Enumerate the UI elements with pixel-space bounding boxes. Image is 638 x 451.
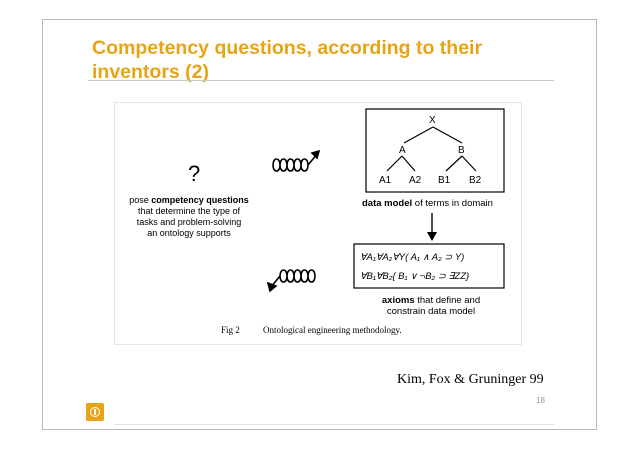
down-arrow-icon [427, 213, 437, 241]
tree-node-a1: A1 [379, 175, 392, 186]
figure-svg: ? pose competency questions that determi… [129, 108, 505, 335]
slide-title: Competency questions, according to their… [92, 37, 483, 83]
data-model-caption: data model of terms in domain [362, 198, 493, 209]
tree-node-b: B [458, 145, 465, 156]
figure-caption-text: Ontological engineering methodology. [263, 325, 402, 335]
tree-node-a2: A2 [409, 175, 422, 186]
question-mark: ? [188, 161, 200, 186]
title-divider [88, 80, 554, 81]
data-model-box [365, 108, 505, 193]
axioms-caption-line-2: constrain data model [387, 306, 475, 317]
figure-caption-label: Fig 2 [221, 325, 240, 335]
tree-node-b1: B1 [438, 175, 451, 186]
tree-edges [386, 126, 477, 172]
coil-arrow-top-icon [272, 149, 321, 172]
tree-node-x: X [429, 115, 436, 126]
tree-node-a: A [399, 145, 406, 156]
logo-ring [90, 407, 100, 417]
coil-arrow-bottom-icon [266, 269, 316, 293]
tree-node-b2: B2 [469, 175, 482, 186]
left-caption-line-1: pose competency questions [129, 195, 249, 205]
methodology-figure: ? pose competency questions that determi… [114, 102, 522, 345]
axiom-line-1: ∀A₁∀A₂∀Y( A₁ ∧ A₂ ⊃ Y) [360, 252, 464, 263]
footer-divider [114, 424, 554, 425]
axioms-box [353, 243, 505, 289]
logo-bar [94, 409, 96, 415]
axioms-caption-line-1: axioms that define and [382, 295, 480, 306]
left-caption-line-4: an ontology supports [147, 228, 231, 238]
left-caption-line-2: that determine the type of [138, 206, 241, 216]
page-number: 18 [536, 396, 545, 405]
axiom-line-2: ∀B₁∀B₂{ B₁ ∨ ¬B₂ ⊃ ∃ZZ} [360, 271, 470, 282]
left-caption-line-3: tasks and problem-solving [137, 217, 242, 227]
logo-icon [86, 403, 104, 421]
citation: Kim, Fox & Gruninger 99 [397, 372, 544, 387]
